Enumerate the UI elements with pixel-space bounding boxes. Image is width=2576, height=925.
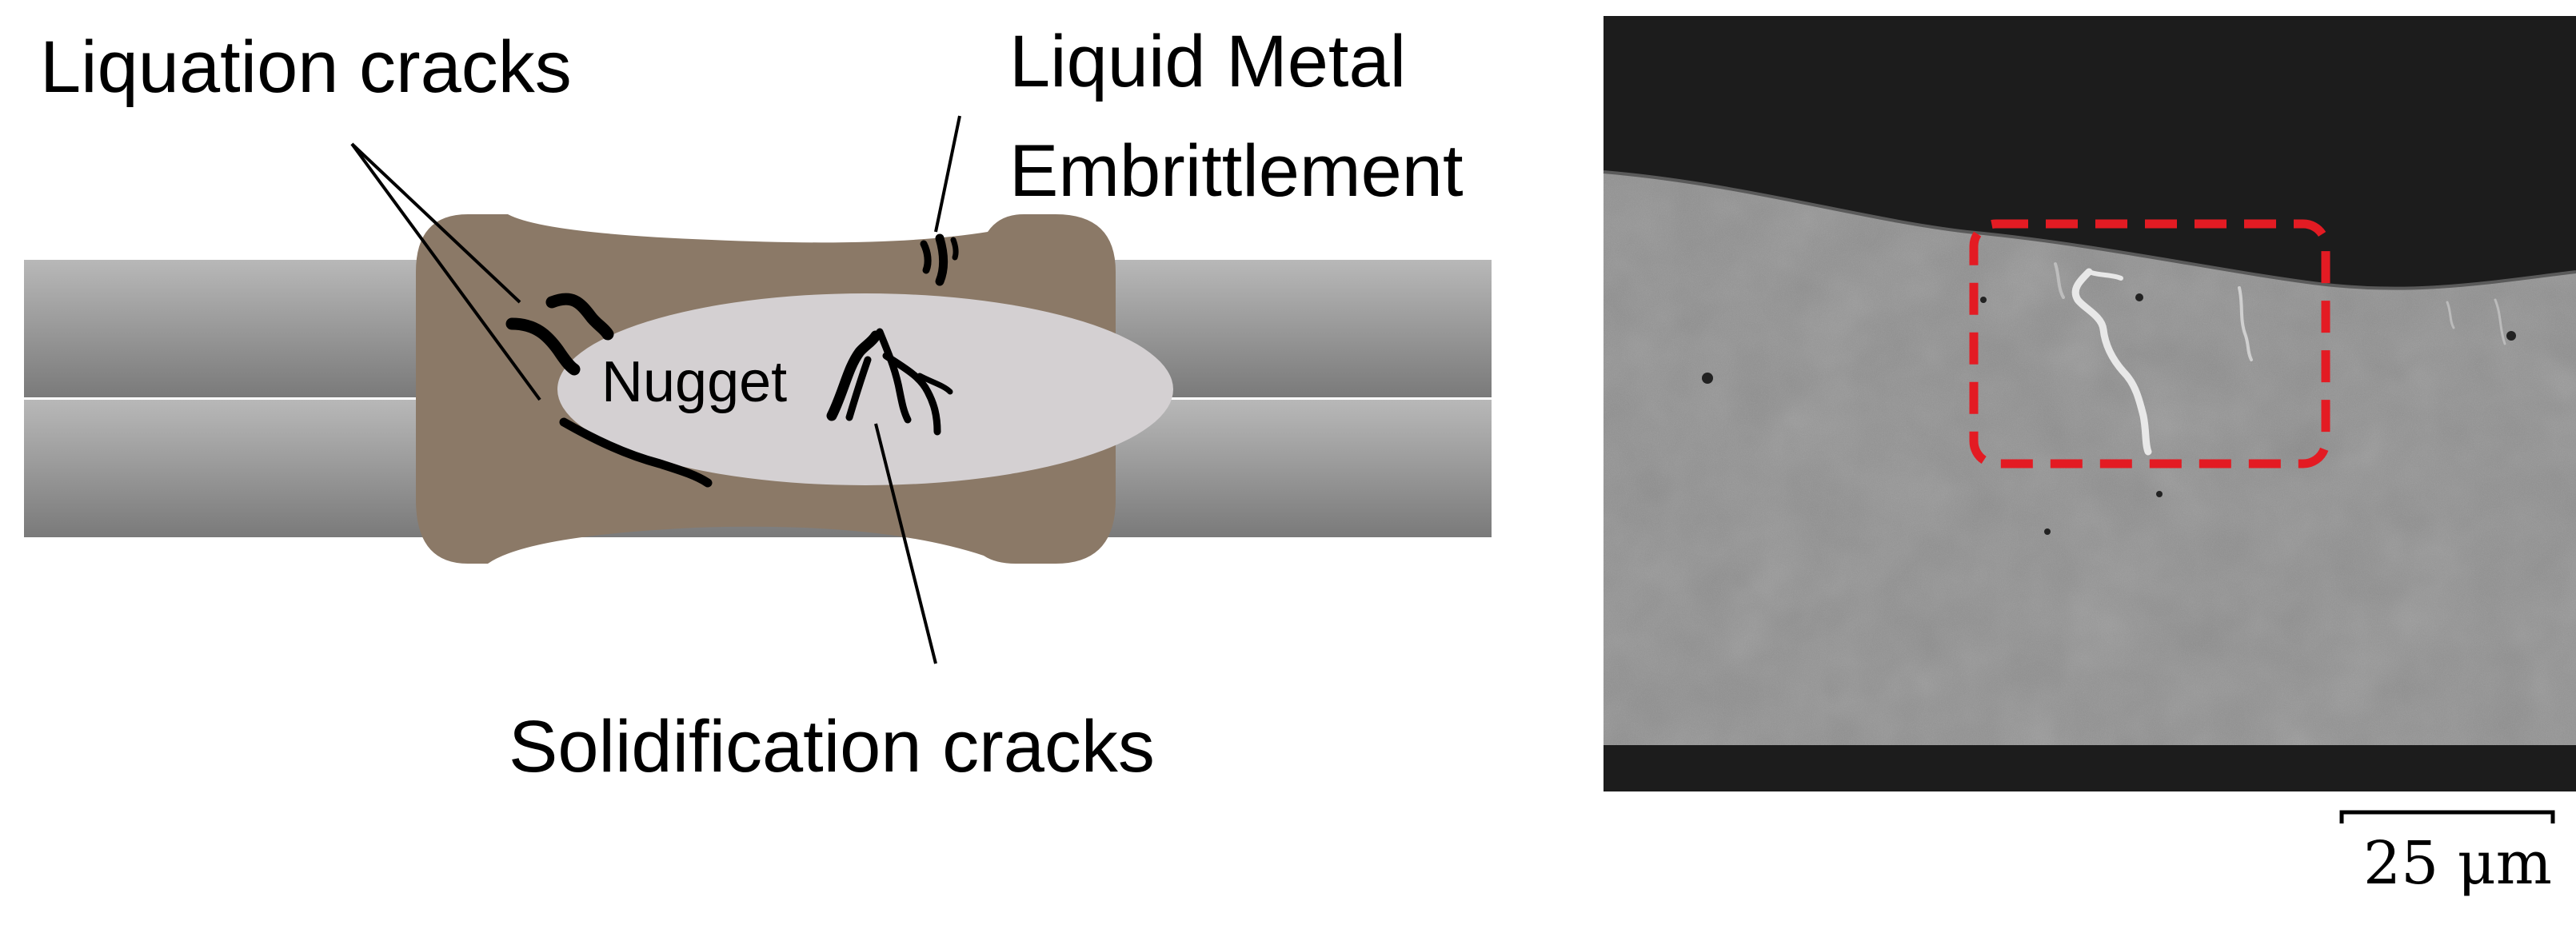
nugget (557, 293, 1173, 485)
weld-schematic: Liquation cracks Liquid Metal Embrittlem… (24, 21, 1492, 787)
surface-edge (1603, 170, 2576, 290)
leader-lines (350, 115, 961, 664)
lme-label-line1: Liquid Metal (1009, 21, 1406, 102)
micrograph-pores (1702, 293, 2516, 535)
scale-bar: 25 μm (2339, 810, 2555, 898)
liquation-cracks-label: Liquation cracks (40, 26, 572, 108)
liquation-cracks (505, 293, 713, 488)
highlight-box (1969, 219, 2330, 468)
micrograph: 25 μm (1603, 16, 2576, 898)
lme-cracks (920, 233, 959, 286)
micrograph-cracks (2054, 262, 2506, 456)
lme-label-line2: Embrittlement (1009, 130, 1464, 212)
solidification-cracks-label: Solidification cracks (509, 706, 1155, 787)
solidification-cracks (826, 328, 953, 436)
nugget-label: Nugget (601, 350, 787, 414)
scale-bar-label: 25 μm (2363, 829, 2552, 898)
